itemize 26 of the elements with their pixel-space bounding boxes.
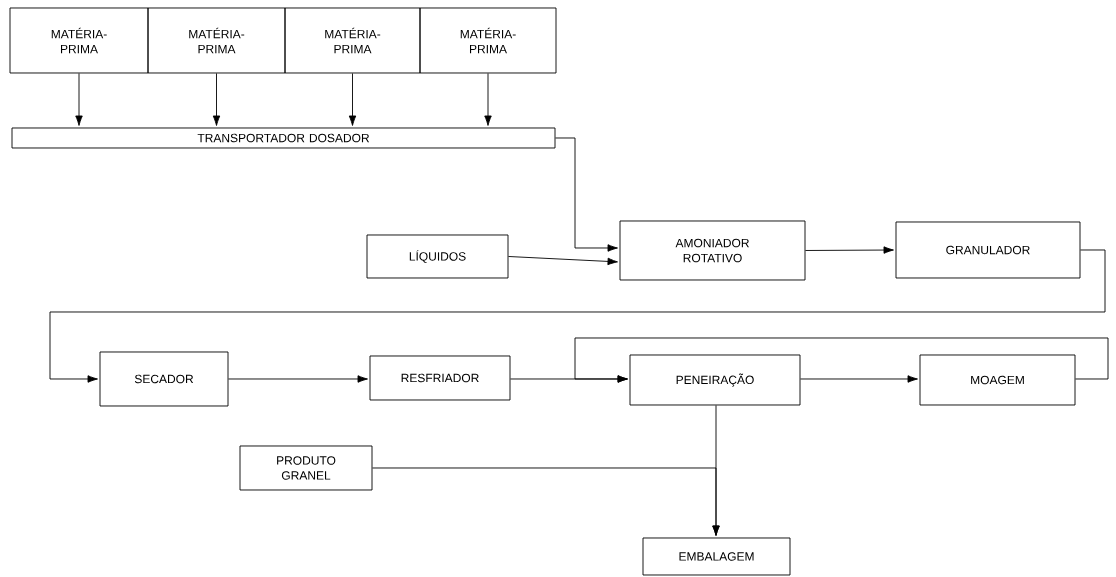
process-box: MATÉRIA- PRIMA (284, 7, 421, 74)
process-box: GRANULADOR (895, 221, 1081, 279)
process-box: MATÉRIA- PRIMA (419, 7, 557, 74)
process-box: MOAGEM (919, 354, 1076, 406)
arrow (484, 73, 492, 126)
process-box: MATÉRIA- PRIMA (9, 7, 149, 74)
process-box: SECADOR (99, 351, 229, 407)
arrow (372, 467, 720, 536)
process-box: EMBALAGEM (642, 537, 791, 576)
process-box: RESFRIADOR (369, 355, 511, 401)
arrow (508, 256, 618, 266)
arrow (228, 375, 368, 383)
arrow (75, 73, 83, 126)
arrow (348, 73, 357, 126)
process-box: PRODUTO GRANEL (239, 445, 373, 491)
process-box: PENEIRAÇÃO (629, 354, 801, 406)
process-box: MATÉRIA- PRIMA (147, 7, 286, 74)
arrow (805, 246, 894, 254)
arrow (49, 249, 1106, 383)
arrow (555, 137, 618, 252)
process-box: AMONIADOR ROTATIVO (619, 220, 806, 281)
process-box: LÍQUIDOS (366, 234, 509, 279)
arrow (800, 375, 918, 383)
process-box: TRANSPORTADOR DOSADOR (11, 127, 556, 149)
arrow (574, 337, 1109, 383)
arrow (212, 73, 221, 126)
